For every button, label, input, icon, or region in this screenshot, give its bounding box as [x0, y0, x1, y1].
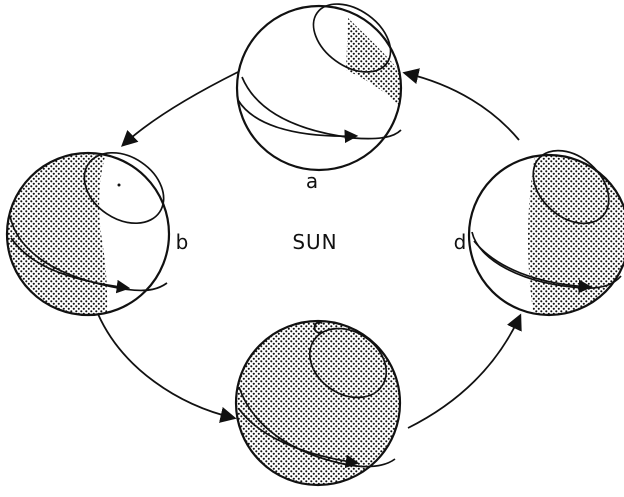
globe-d	[467, 149, 624, 317]
orbit-arrows	[97, 68, 522, 429]
sun-label: SUN	[292, 230, 337, 254]
label-c: c	[313, 314, 324, 338]
orbit-arrow-a-to-b	[121, 71, 239, 147]
label-b: b	[176, 230, 189, 254]
label-a: a	[306, 169, 318, 193]
globe-b	[5, 151, 171, 317]
label-d: d	[454, 230, 467, 254]
orbit-arrow-b-to-c	[97, 313, 237, 423]
globe-a	[235, 3, 403, 172]
orbit-arrow-c-to-d	[407, 313, 522, 429]
orbit-arrow-d-to-a	[402, 68, 520, 141]
globe-c	[234, 319, 402, 487]
